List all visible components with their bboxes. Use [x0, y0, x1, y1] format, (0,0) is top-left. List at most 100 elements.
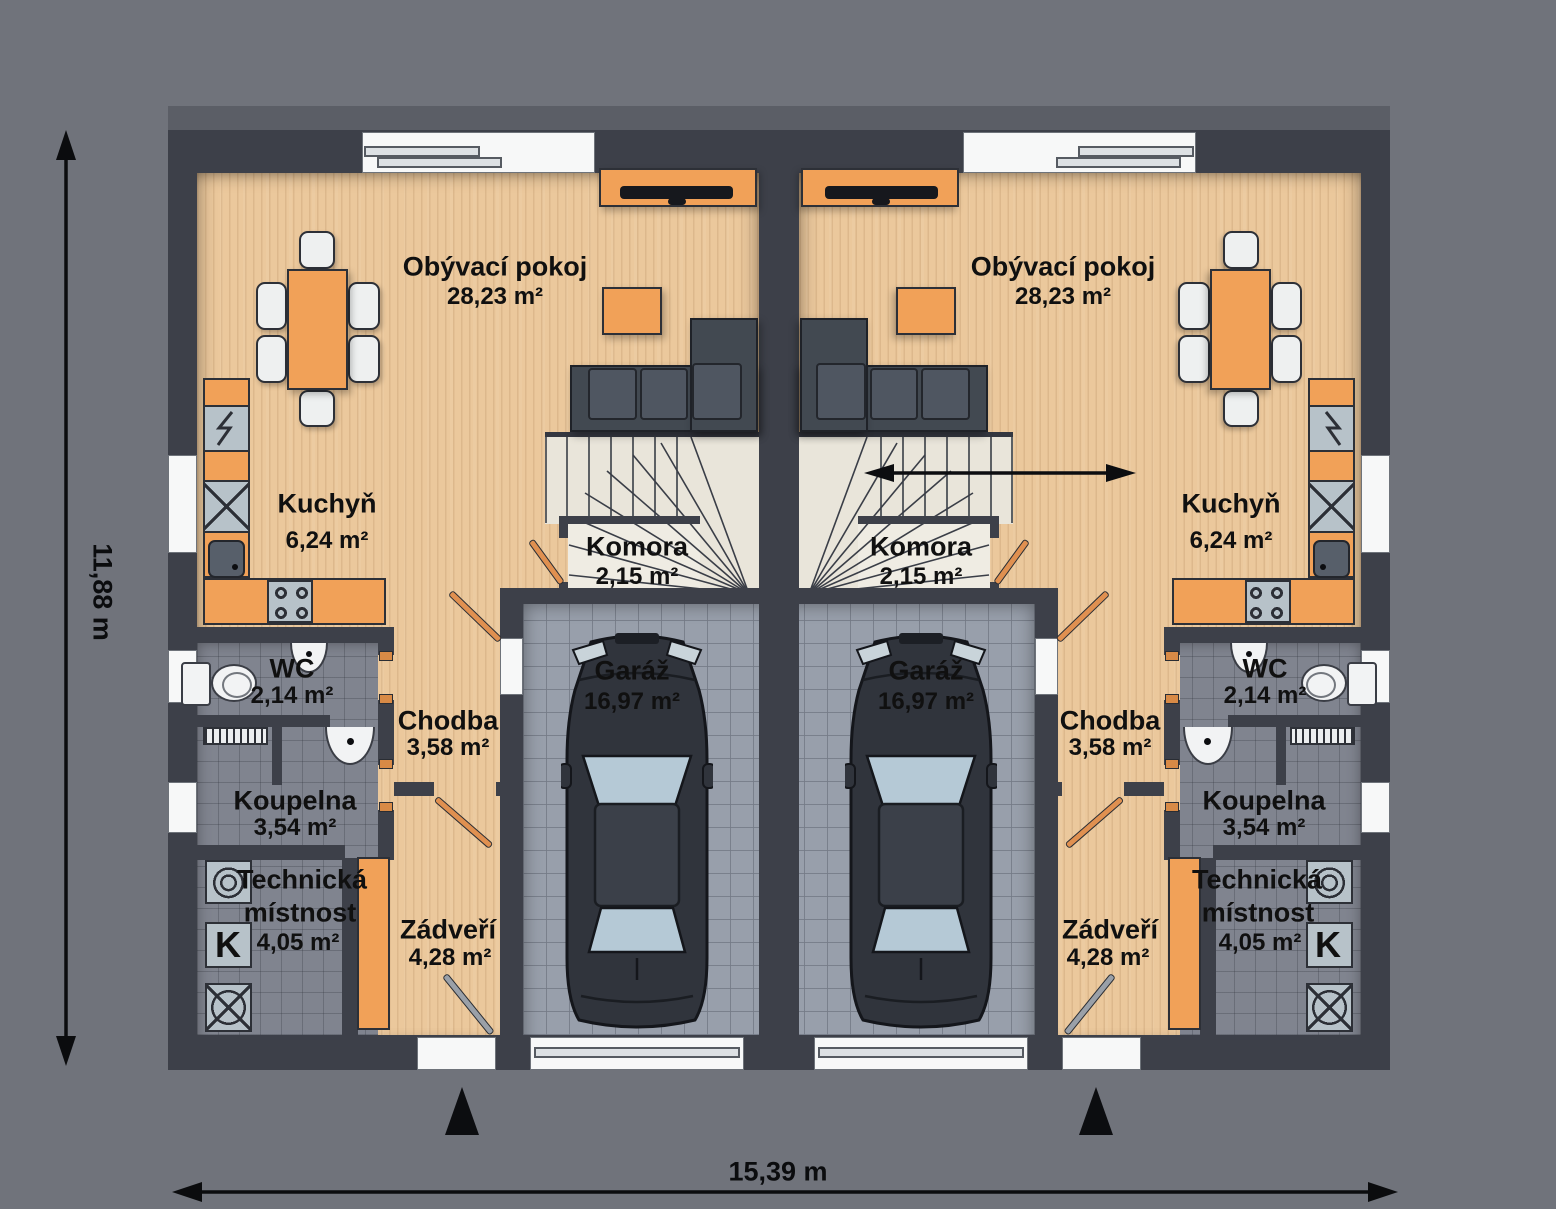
- faucet-dot: [232, 564, 238, 570]
- stairs: [808, 437, 1013, 595]
- room-label-technical-1: Technická: [1191, 864, 1323, 895]
- window-kitchen: [1361, 455, 1390, 553]
- fridge-icon: [1308, 405, 1355, 452]
- kitchen-sink: [1313, 540, 1350, 578]
- door-frame-peg: [379, 759, 393, 769]
- wall-pantry-left: [559, 524, 568, 538]
- wall-right: [1361, 130, 1390, 1070]
- dimension-line-vertical: [56, 130, 76, 1066]
- room-area-bathroom: 3,54 m²: [253, 814, 337, 841]
- room-label-technical-1: Technická: [236, 864, 368, 895]
- room-area-pantry: 2,15 m²: [879, 563, 963, 590]
- room-label-wc: WC: [1242, 653, 1288, 684]
- entry-door-opening: [1062, 1037, 1141, 1070]
- tv-foot: [872, 198, 890, 205]
- chair: [1178, 282, 1210, 330]
- ottoman: [896, 287, 956, 335]
- room-area-living: 28,23 m²: [1014, 283, 1112, 310]
- sliding-door-panel: [364, 146, 480, 157]
- wall-hallway: [378, 627, 394, 655]
- garage-side-door-opening: [1035, 638, 1058, 695]
- room-area-kitchen: 6,24 m²: [1189, 527, 1273, 554]
- dimension-label-width: 15,39 m: [728, 1156, 828, 1187]
- chair: [348, 282, 380, 330]
- chair: [348, 335, 380, 383]
- sliding-door-panel: [1078, 146, 1194, 157]
- door-frame-peg: [1165, 759, 1179, 769]
- wall-shower-stub: [1276, 727, 1286, 785]
- dimension-line-horizontal: [172, 1182, 1398, 1202]
- wall-hallway: [378, 810, 394, 860]
- room-area-bathroom: 3,54 m²: [1222, 814, 1306, 841]
- stair-edge: [545, 432, 760, 437]
- door-frame-peg: [1165, 694, 1179, 704]
- room-area-technical: 4,05 m²: [1218, 929, 1302, 956]
- wall-bathroom-technical: [1213, 845, 1361, 860]
- chair: [299, 231, 335, 269]
- room-label-entry: Zádveří: [1061, 914, 1159, 945]
- faucet-dot: [347, 738, 354, 745]
- toilet-tank: [181, 662, 211, 706]
- faucet-dot: [306, 651, 312, 657]
- chair: [1223, 390, 1259, 427]
- sliding-door-panel: [1056, 157, 1181, 168]
- garage-door-panel: [534, 1047, 740, 1058]
- chair: [1223, 231, 1259, 269]
- wall-shower-stub: [272, 727, 282, 785]
- wall-garage-top: [500, 588, 779, 604]
- room-area-entry: 4,28 m²: [1066, 944, 1150, 971]
- faucet-dot: [1204, 738, 1211, 745]
- stove-icon: [267, 580, 313, 623]
- room-area-living: 28,23 m²: [446, 283, 544, 310]
- room-label-bathroom: Koupelna: [1202, 785, 1326, 816]
- radiator: [203, 727, 268, 745]
- wall-technical-entry: [342, 858, 358, 1035]
- entrance-marker-icon: [445, 1087, 479, 1135]
- boiler: [205, 922, 252, 968]
- sofa-cushion: [640, 368, 688, 420]
- car: [561, 633, 713, 1029]
- building: [168, 130, 1390, 1070]
- room-label-living: Obývací pokoj: [402, 251, 588, 282]
- door-frame-peg: [379, 802, 393, 812]
- window-bathroom: [168, 782, 197, 833]
- room-label-garage: Garáž: [594, 655, 670, 686]
- unit-right: [779, 130, 1390, 1070]
- kitchen-sink: [208, 540, 245, 578]
- wall-garage-left: [500, 604, 523, 1035]
- wall-wc-bathroom: [1228, 715, 1361, 727]
- chair: [1271, 335, 1302, 383]
- room-area-garage: 16,97 m²: [877, 688, 975, 715]
- stove-icon: [1245, 580, 1291, 623]
- wall-left: [168, 130, 197, 1070]
- window-bathroom: [1361, 782, 1390, 833]
- washing-machine-icon: [205, 860, 252, 904]
- room-area-technical: 4,05 m²: [256, 929, 340, 956]
- wall-garage-top: [779, 588, 1058, 604]
- wall-kitchen-wc: [1168, 627, 1361, 643]
- door-frame-peg: [379, 651, 393, 661]
- toilet-tank: [1347, 662, 1377, 706]
- chair: [256, 335, 287, 383]
- toilet-bowl: [1306, 672, 1336, 698]
- fridge-icon: [203, 405, 250, 452]
- roof-overhang-shadow: [168, 106, 1390, 132]
- room-label-technical-2: místnost: [1201, 897, 1315, 928]
- sofa-cushion: [692, 363, 742, 420]
- dishwasher-icon: [203, 480, 250, 533]
- wardrobe: [357, 857, 390, 1030]
- unit-left: [168, 130, 779, 1070]
- room-label-garage: Garáž: [888, 655, 964, 686]
- wall-pantry-top: [858, 516, 999, 524]
- dining-table: [287, 269, 348, 390]
- stairs: [545, 437, 750, 595]
- room-label-living: Obývací pokoj: [970, 251, 1156, 282]
- boiler-label: K: [215, 924, 241, 965]
- wall-pantry-top: [559, 516, 700, 524]
- room-label-entry: Zádveří: [399, 914, 497, 945]
- wall-kitchen-wc: [197, 627, 390, 643]
- room-label-hallway: Chodba: [397, 705, 499, 736]
- radiator: [1290, 727, 1355, 745]
- entry-door-opening: [417, 1037, 496, 1070]
